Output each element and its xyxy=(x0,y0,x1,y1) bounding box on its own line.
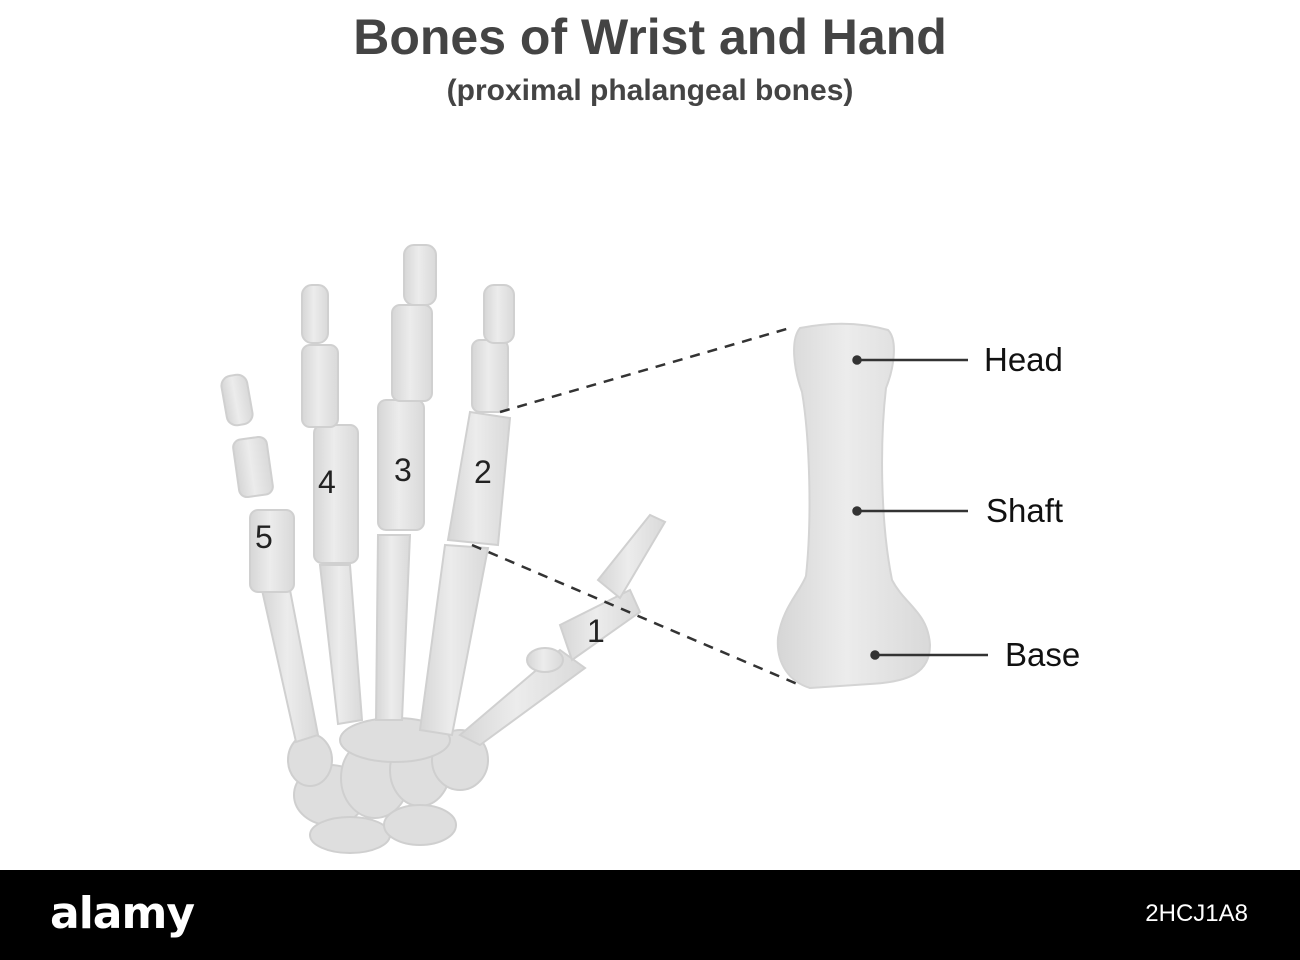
image-id: 2HCJ1A8 xyxy=(1145,900,1248,927)
proximal-phalanx-enlarged xyxy=(776,322,932,690)
finger-number-2: 2 xyxy=(474,454,492,490)
part-leaders xyxy=(852,355,988,660)
finger-5 xyxy=(220,373,295,593)
zoom-lines xyxy=(471,326,803,688)
metacarpal-bones xyxy=(260,534,587,747)
page-subtitle: (proximal phalangeal bones) xyxy=(446,74,854,107)
label-shaft: Shaft xyxy=(986,492,1063,529)
brand-logo: alamy xyxy=(50,888,195,939)
finger-3 xyxy=(377,244,437,531)
label-base: Base xyxy=(1005,636,1080,673)
finger-number-3: 3 xyxy=(394,452,412,488)
finger-number-1: 1 xyxy=(587,613,605,649)
hand-diagram: 1 2 3 4 5 Head Shaft Base xyxy=(220,244,1080,854)
finger-4 xyxy=(301,284,359,564)
finger-1 xyxy=(526,513,667,673)
label-head: Head xyxy=(984,341,1063,378)
finger-number-5: 5 xyxy=(255,519,273,555)
finger-2 xyxy=(446,284,515,547)
carpal-bones xyxy=(287,717,489,854)
page-title: Bones of Wrist and Hand xyxy=(353,9,947,65)
finger-number-4: 4 xyxy=(318,464,336,500)
footer-bar: alamy 2HCJ1A8 xyxy=(0,870,1300,960)
